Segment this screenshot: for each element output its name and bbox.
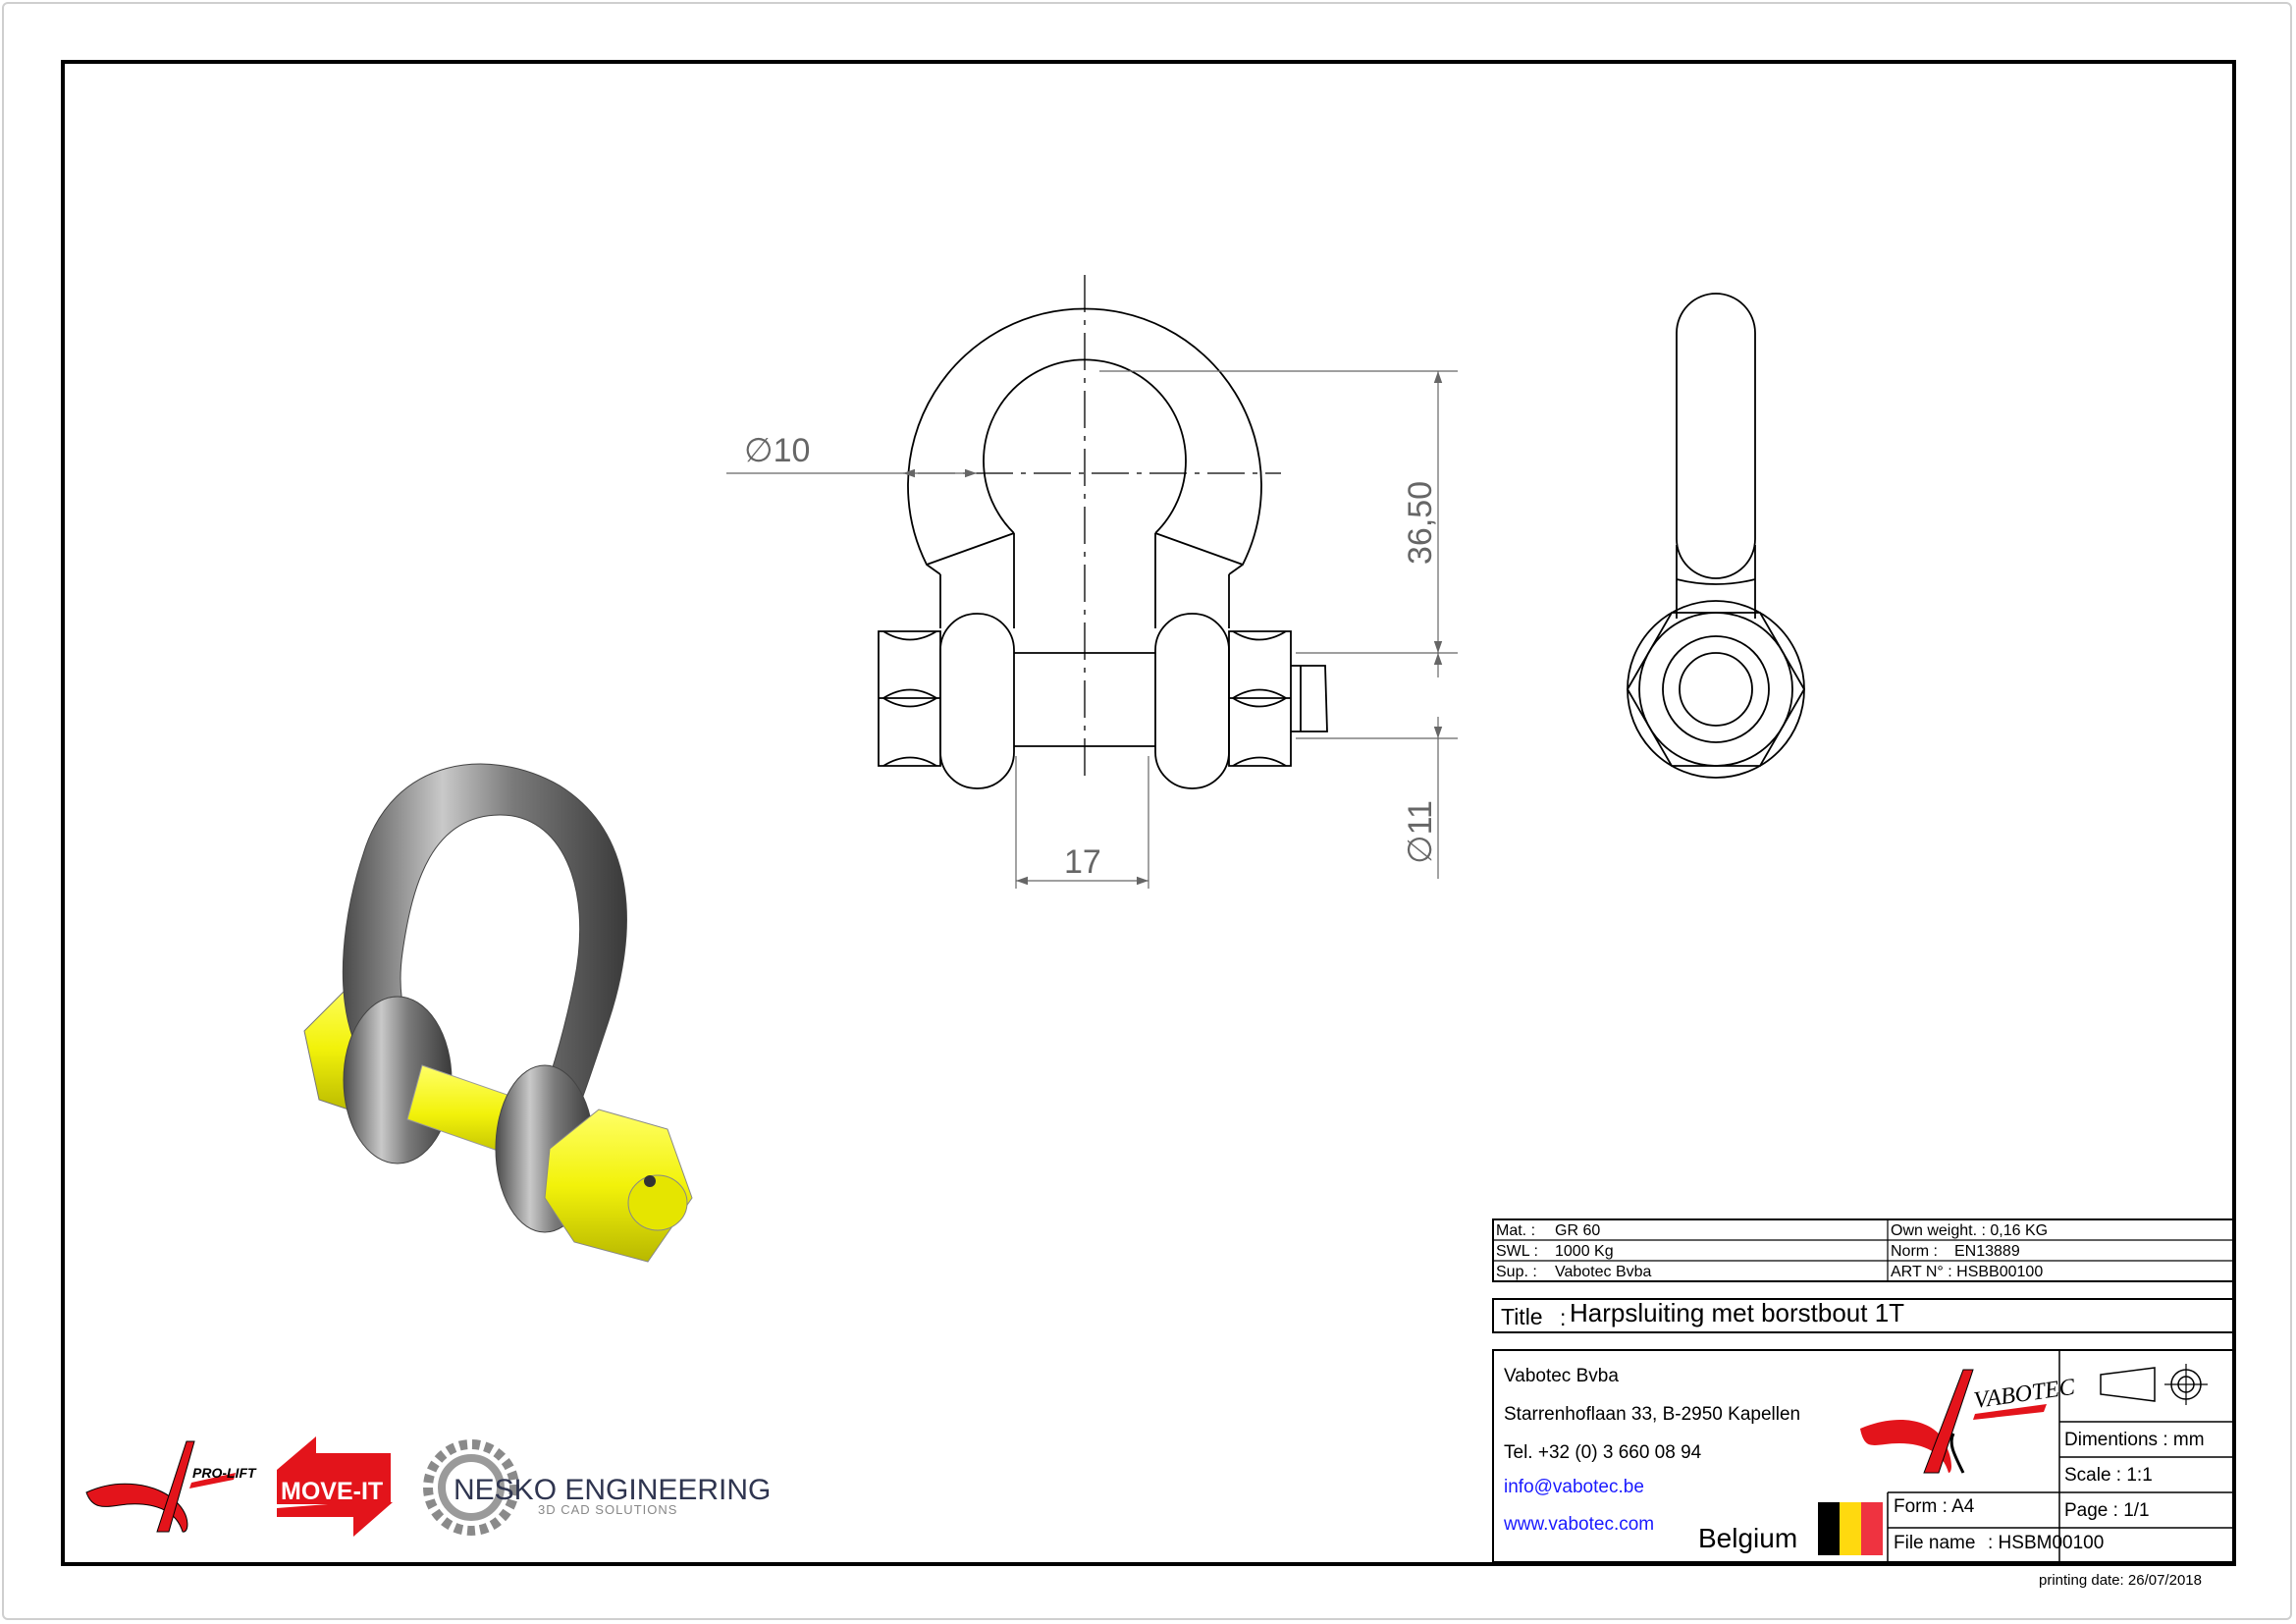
dimensions-unit: Dimentions : mm — [2064, 1430, 2205, 1450]
side-eye-outer — [1627, 600, 1805, 779]
dim-diameter-bolt: ∅11 — [1402, 800, 1439, 864]
belgium-flag-icon — [1818, 1502, 1883, 1555]
dimension-lines — [726, 370, 1458, 889]
swl-value: 1000 Kg — [1555, 1243, 1614, 1260]
svg-text:3D CAD SOLUTIONS: 3D CAD SOLUTIONS — [538, 1502, 677, 1517]
drawing-title: Harpsluiting met borstbout 1T — [1570, 1298, 1905, 1327]
dim-height: 36,50 — [1402, 481, 1439, 565]
company-website-link[interactable]: www.vabotec.com — [1504, 1514, 1655, 1535]
svg-text:MOVE-IT: MOVE-IT — [281, 1478, 383, 1505]
drawing-frame — [61, 60, 2236, 1566]
own-weight: Own weight. : 0,16 KG — [1891, 1222, 2049, 1239]
company-address: Starrenhoflaan 33, B-2950 Kapellen — [1504, 1404, 1801, 1425]
art-number: ART N° : HSBB00100 — [1891, 1264, 2044, 1280]
nesko-logo: NESKO ENGINEERING 3D CAD SOLUTIONS — [423, 1439, 771, 1536]
center-lines — [918, 275, 1281, 776]
side-bow — [1676, 293, 1756, 579]
title-label: Title — [1501, 1304, 1543, 1329]
sup-value: Vabotec Bvba — [1555, 1264, 1652, 1280]
page-number: Page : 1/1 — [2064, 1500, 2150, 1521]
sup-label: Sup. : — [1496, 1264, 1537, 1280]
norm-value: EN13889 — [1954, 1243, 2020, 1260]
left-eye — [939, 613, 1015, 789]
printing-date: printing date: 26/07/2018 — [2039, 1572, 2202, 1589]
dim-width: 17 — [1064, 843, 1101, 881]
dim-diameter-pin: ∅10 — [744, 432, 810, 469]
file-name-value: : HSBM00100 — [1988, 1533, 2105, 1553]
side-nut-hex — [1626, 612, 1806, 767]
left-nut — [878, 630, 941, 767]
country-label: Belgium — [1698, 1523, 1798, 1553]
svg-text:NESKO ENGINEERING: NESKO ENGINEERING — [454, 1474, 771, 1506]
title-block-lines — [1492, 1218, 2236, 1563]
swl-label: SWL : — [1496, 1243, 1538, 1260]
mat-label: Mat. : — [1496, 1222, 1536, 1239]
company-phone: Tel. +32 (0) 3 660 08 94 — [1504, 1442, 1702, 1463]
form-size: Form : A4 — [1894, 1496, 1975, 1517]
shackle-3d-render — [303, 763, 693, 1263]
moveit-logo: MOVE-IT — [277, 1436, 393, 1537]
scale: Scale : 1:1 — [2064, 1465, 2153, 1486]
prolift-logo: PRO-LIFT — [85, 1440, 257, 1533]
norm-label: Norm : — [1891, 1243, 1938, 1260]
right-nut — [1228, 630, 1292, 767]
company-email-link[interactable]: info@vabotec.be — [1504, 1477, 1644, 1497]
projection-symbol-icon — [2100, 1367, 2156, 1402]
mat-value: GR 60 — [1555, 1222, 1601, 1239]
vabotec-logo: VABOTEC — [1860, 1369, 2077, 1474]
company-name: Vabotec Bvba — [1504, 1366, 1619, 1386]
side-view — [1626, 293, 1806, 779]
right-eye — [1154, 613, 1230, 789]
svg-text:PRO-LIFT: PRO-LIFT — [192, 1465, 257, 1481]
front-view — [878, 307, 1328, 789]
file-name-label: File name — [1894, 1533, 1976, 1553]
